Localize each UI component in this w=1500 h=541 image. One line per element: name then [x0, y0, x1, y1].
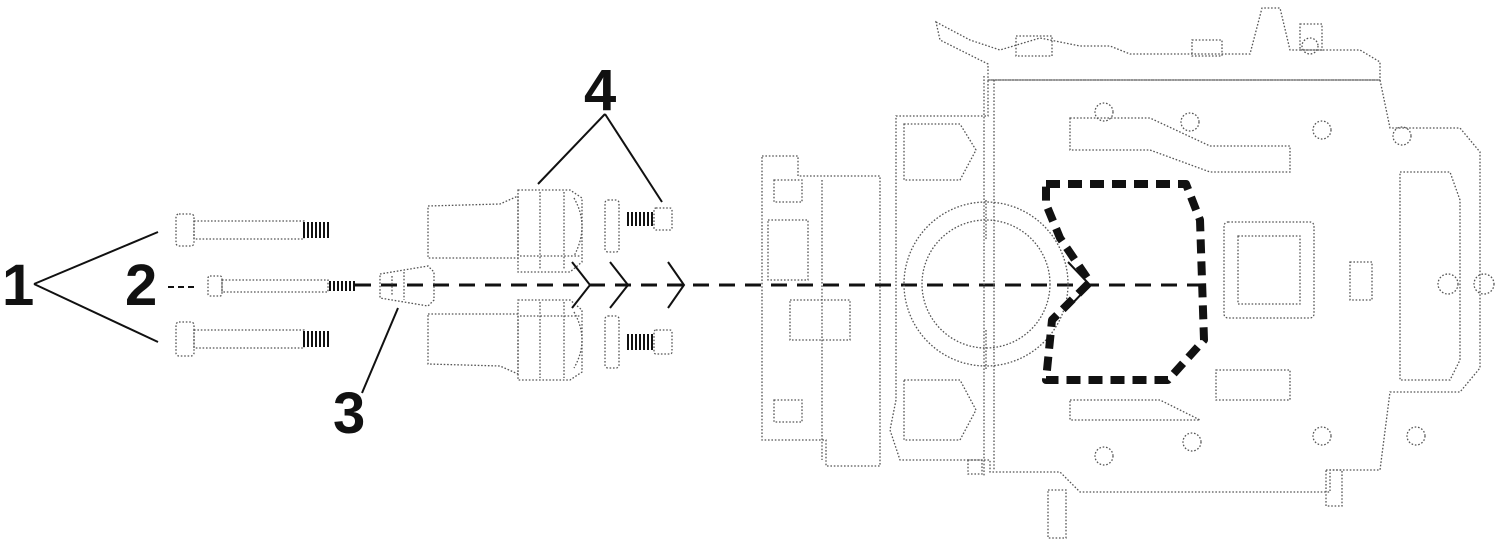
- gasket-highlight: [1042, 180, 1208, 384]
- engine-block: [761, 7, 1495, 539]
- bolt-upper: [175, 213, 329, 247]
- callout-2-number: 2: [125, 253, 157, 318]
- callout-1-number: 1: [2, 253, 34, 318]
- screw-lower: [627, 329, 673, 355]
- callout-1: 1: [2, 231, 159, 343]
- gasket-center-chevron: [1067, 261, 1092, 309]
- washer-lower: [604, 315, 620, 369]
- mount-upper-half: [427, 189, 583, 273]
- callout-4-number: 4: [584, 58, 616, 123]
- bolt-lower: [175, 321, 329, 357]
- bolt-center: [207, 275, 355, 297]
- assembly-chevrons: [571, 261, 630, 309]
- callout-1-leader-upper: [33, 231, 159, 285]
- callout-2: 2: [125, 253, 196, 318]
- callout-4: 4: [537, 58, 686, 309]
- screw-upper: [627, 207, 673, 231]
- mount-lower-half: [427, 299, 583, 381]
- callout-4-leader-left: [537, 113, 606, 185]
- washer-upper: [604, 199, 620, 253]
- callout-3-number: 3: [333, 381, 365, 446]
- callout-3-leader: [361, 307, 399, 394]
- sleeve: [379, 265, 435, 307]
- callout-1-leader-lower: [33, 283, 159, 343]
- callout-3: 3: [333, 307, 399, 446]
- callout-4-bracket: [667, 261, 686, 309]
- callout-4-leader-right: [604, 113, 663, 203]
